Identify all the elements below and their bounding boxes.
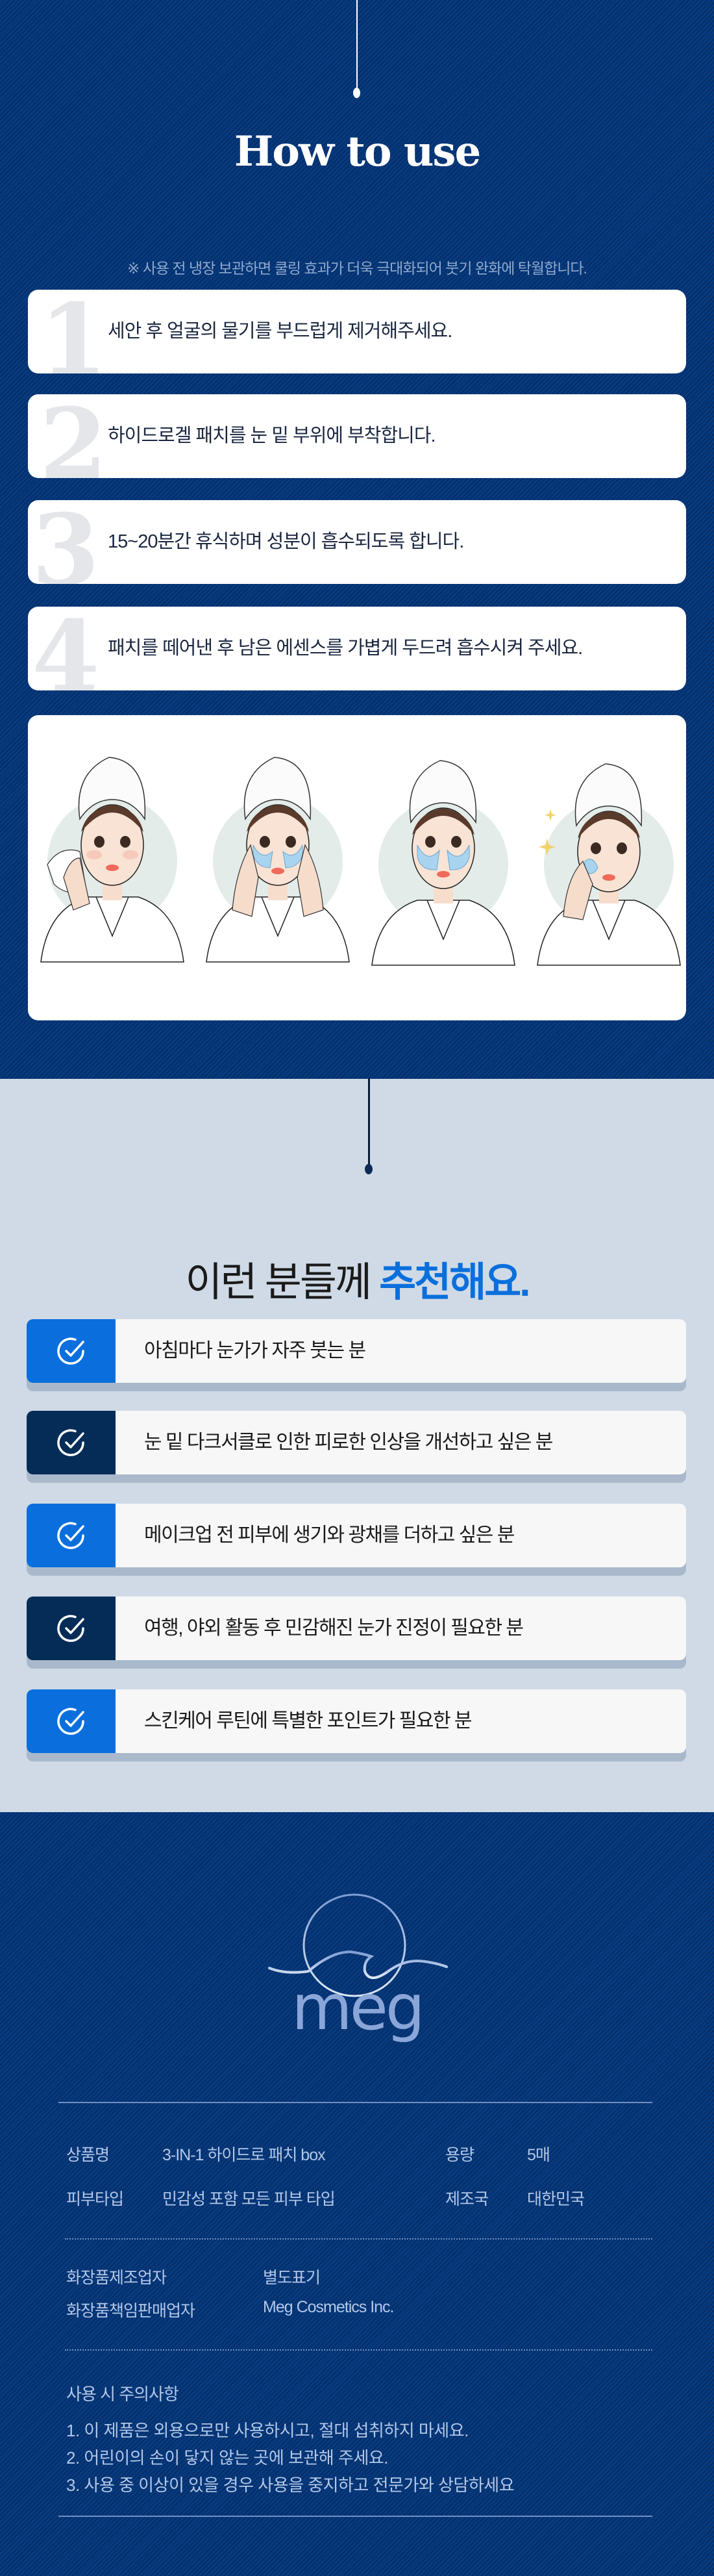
recommend-item-text: 메이크업 전 피부에 생기와 광채를 더하고 싶은 분 [144, 1524, 515, 1546]
check-circle-icon [27, 1504, 116, 1567]
spec-value-manufacturer: 별도표기 [263, 2269, 321, 2287]
how-to-use-section: How to use ※ 사용 전 냉장 보관하면 쿨링 효과가 더욱 극대화되… [0, 0, 714, 1079]
recommend-item-text: 아침마다 눈가가 자주 붓는 분 [144, 1340, 366, 1361]
recommend-item: 아침마다 눈가가 자주 붓는 분 [27, 1319, 686, 1391]
recommend-item-text: 스킨케어 루틴에 특별한 포인트가 필요한 분 [144, 1710, 472, 1732]
connector-dot [353, 88, 360, 98]
spec-value-seller: Meg Cosmetics Inc. [263, 2298, 395, 2316]
wave-logo-icon [268, 1893, 448, 1997]
recommend-item: 메이크업 전 피부에 생기와 광채를 더하고 싶은 분 [27, 1504, 686, 1576]
check-circle-icon [27, 1597, 116, 1660]
dotted-divider [65, 2238, 652, 2240]
step-number: 4 [32, 607, 100, 690]
caution-title: 사용 시 주의사항 [66, 2384, 179, 2404]
brand-wordmark: meg [291, 1971, 425, 2044]
illustration-apply-patch-icon [206, 757, 350, 963]
recommend-item: 스킨케어 루틴에 특별한 포인트가 필요한 분 [27, 1689, 686, 1762]
illustration-rest-patch-icon [371, 760, 515, 966]
step-text: 15~20분간 휴식하며 성분이 흡수되도록 합니다. [108, 531, 464, 552]
step-3-card: 3 15~20분간 휴식하며 성분이 흡수되도록 합니다. [28, 500, 686, 584]
connector-dot [365, 1164, 373, 1174]
spec-value-skin-type: 민감성 포함 모든 피부 타입 [162, 2190, 336, 2208]
check-circle-icon [27, 1689, 116, 1753]
spec-label-manufacturer: 화장품제조업자 [66, 2269, 167, 2287]
check-circle-icon [27, 1411, 116, 1474]
step-number: 3 [32, 500, 100, 584]
caution-line: 2. 어린이의 손이 닿지 않는 곳에 보관해 주세요. [66, 2448, 389, 2468]
recommend-title: 이런 분들께 추천해요. [0, 1249, 714, 1307]
recommend-item: 눈 밑 다크서클로 인한 피로한 인상을 개선하고 싶은 분 [27, 1411, 686, 1483]
recommend-section: 이런 분들께 추천해요. 아침마다 눈가가 자주 붓는 분 눈 밑 다크서클로 … [0, 1079, 714, 1812]
step-number: 2 [40, 394, 108, 478]
spec-label-country: 제조국 [445, 2190, 489, 2208]
caution-line: 3. 사용 중 이상이 있을 경우 사용을 중지하고 전문가와 상담하세요 [66, 2475, 515, 2495]
recommend-item-text: 여행, 야외 활동 후 민감해진 눈가 진정이 필요한 분 [144, 1617, 524, 1639]
usage-illustration-panel [28, 715, 686, 1020]
spec-label-volume: 용량 [445, 2146, 474, 2164]
divider [58, 2516, 652, 2517]
storage-note: ※ 사용 전 냉장 보관하면 쿨링 효과가 더욱 극대화되어 붓기 완화에 탁월… [127, 260, 587, 277]
recommend-title-accent: 추천해요. [379, 1260, 530, 1305]
step-text: 패치를 떼어낸 후 남은 에센스를 가볍게 두드려 흡수시켜 주세요. [108, 638, 583, 659]
spec-value-product-name: 3-IN-1 하이드로 패치 box [162, 2146, 326, 2164]
step-text: 세안 후 얼굴의 물기를 부드럽게 제거해주세요. [108, 321, 452, 342]
illustration-pat-essence-icon [537, 763, 681, 966]
spec-label-product-name: 상품명 [66, 2146, 110, 2164]
recommend-title-plain: 이런 분들께 [185, 1260, 371, 1305]
step-1-card: 1 세안 후 얼굴의 물기를 부드럽게 제거해주세요. [28, 290, 686, 373]
caution-line: 1. 이 제품은 외용으로만 사용하시고, 절대 섭취하지 마세요. [66, 2421, 469, 2440]
step-text: 하이드로겔 패치를 눈 밑 부위에 부착합니다. [108, 425, 436, 446]
spec-label-seller: 화장품책임판매업자 [66, 2302, 195, 2320]
step-4-card: 4 패치를 떼어낸 후 남은 에센스를 가볍게 두드려 흡수시켜 주세요. [28, 607, 686, 690]
connector-line [356, 0, 358, 91]
illustration-towel-dry-icon [40, 757, 184, 963]
how-to-use-title: How to use [234, 127, 481, 176]
recommend-item-text: 눈 밑 다크서클로 인한 피로한 인상을 개선하고 싶은 분 [144, 1432, 553, 1453]
connector-line [368, 1079, 370, 1168]
dotted-divider [65, 2349, 652, 2351]
check-circle-icon [27, 1319, 116, 1383]
divider [58, 2102, 652, 2103]
spec-value-country: 대한민국 [527, 2190, 585, 2208]
product-info-footer: meg 상품명 3-IN-1 하이드로 패치 box 용량 5매 피부타입 민감… [0, 1812, 714, 2576]
spec-value-volume: 5매 [527, 2146, 550, 2164]
recommend-item: 여행, 야외 활동 후 민감해진 눈가 진정이 필요한 분 [27, 1597, 686, 1669]
step-number: 1 [40, 290, 108, 373]
step-2-card: 2 하이드로겔 패치를 눈 밑 부위에 부착합니다. [28, 394, 686, 478]
spec-label-skin-type: 피부타입 [66, 2190, 124, 2208]
